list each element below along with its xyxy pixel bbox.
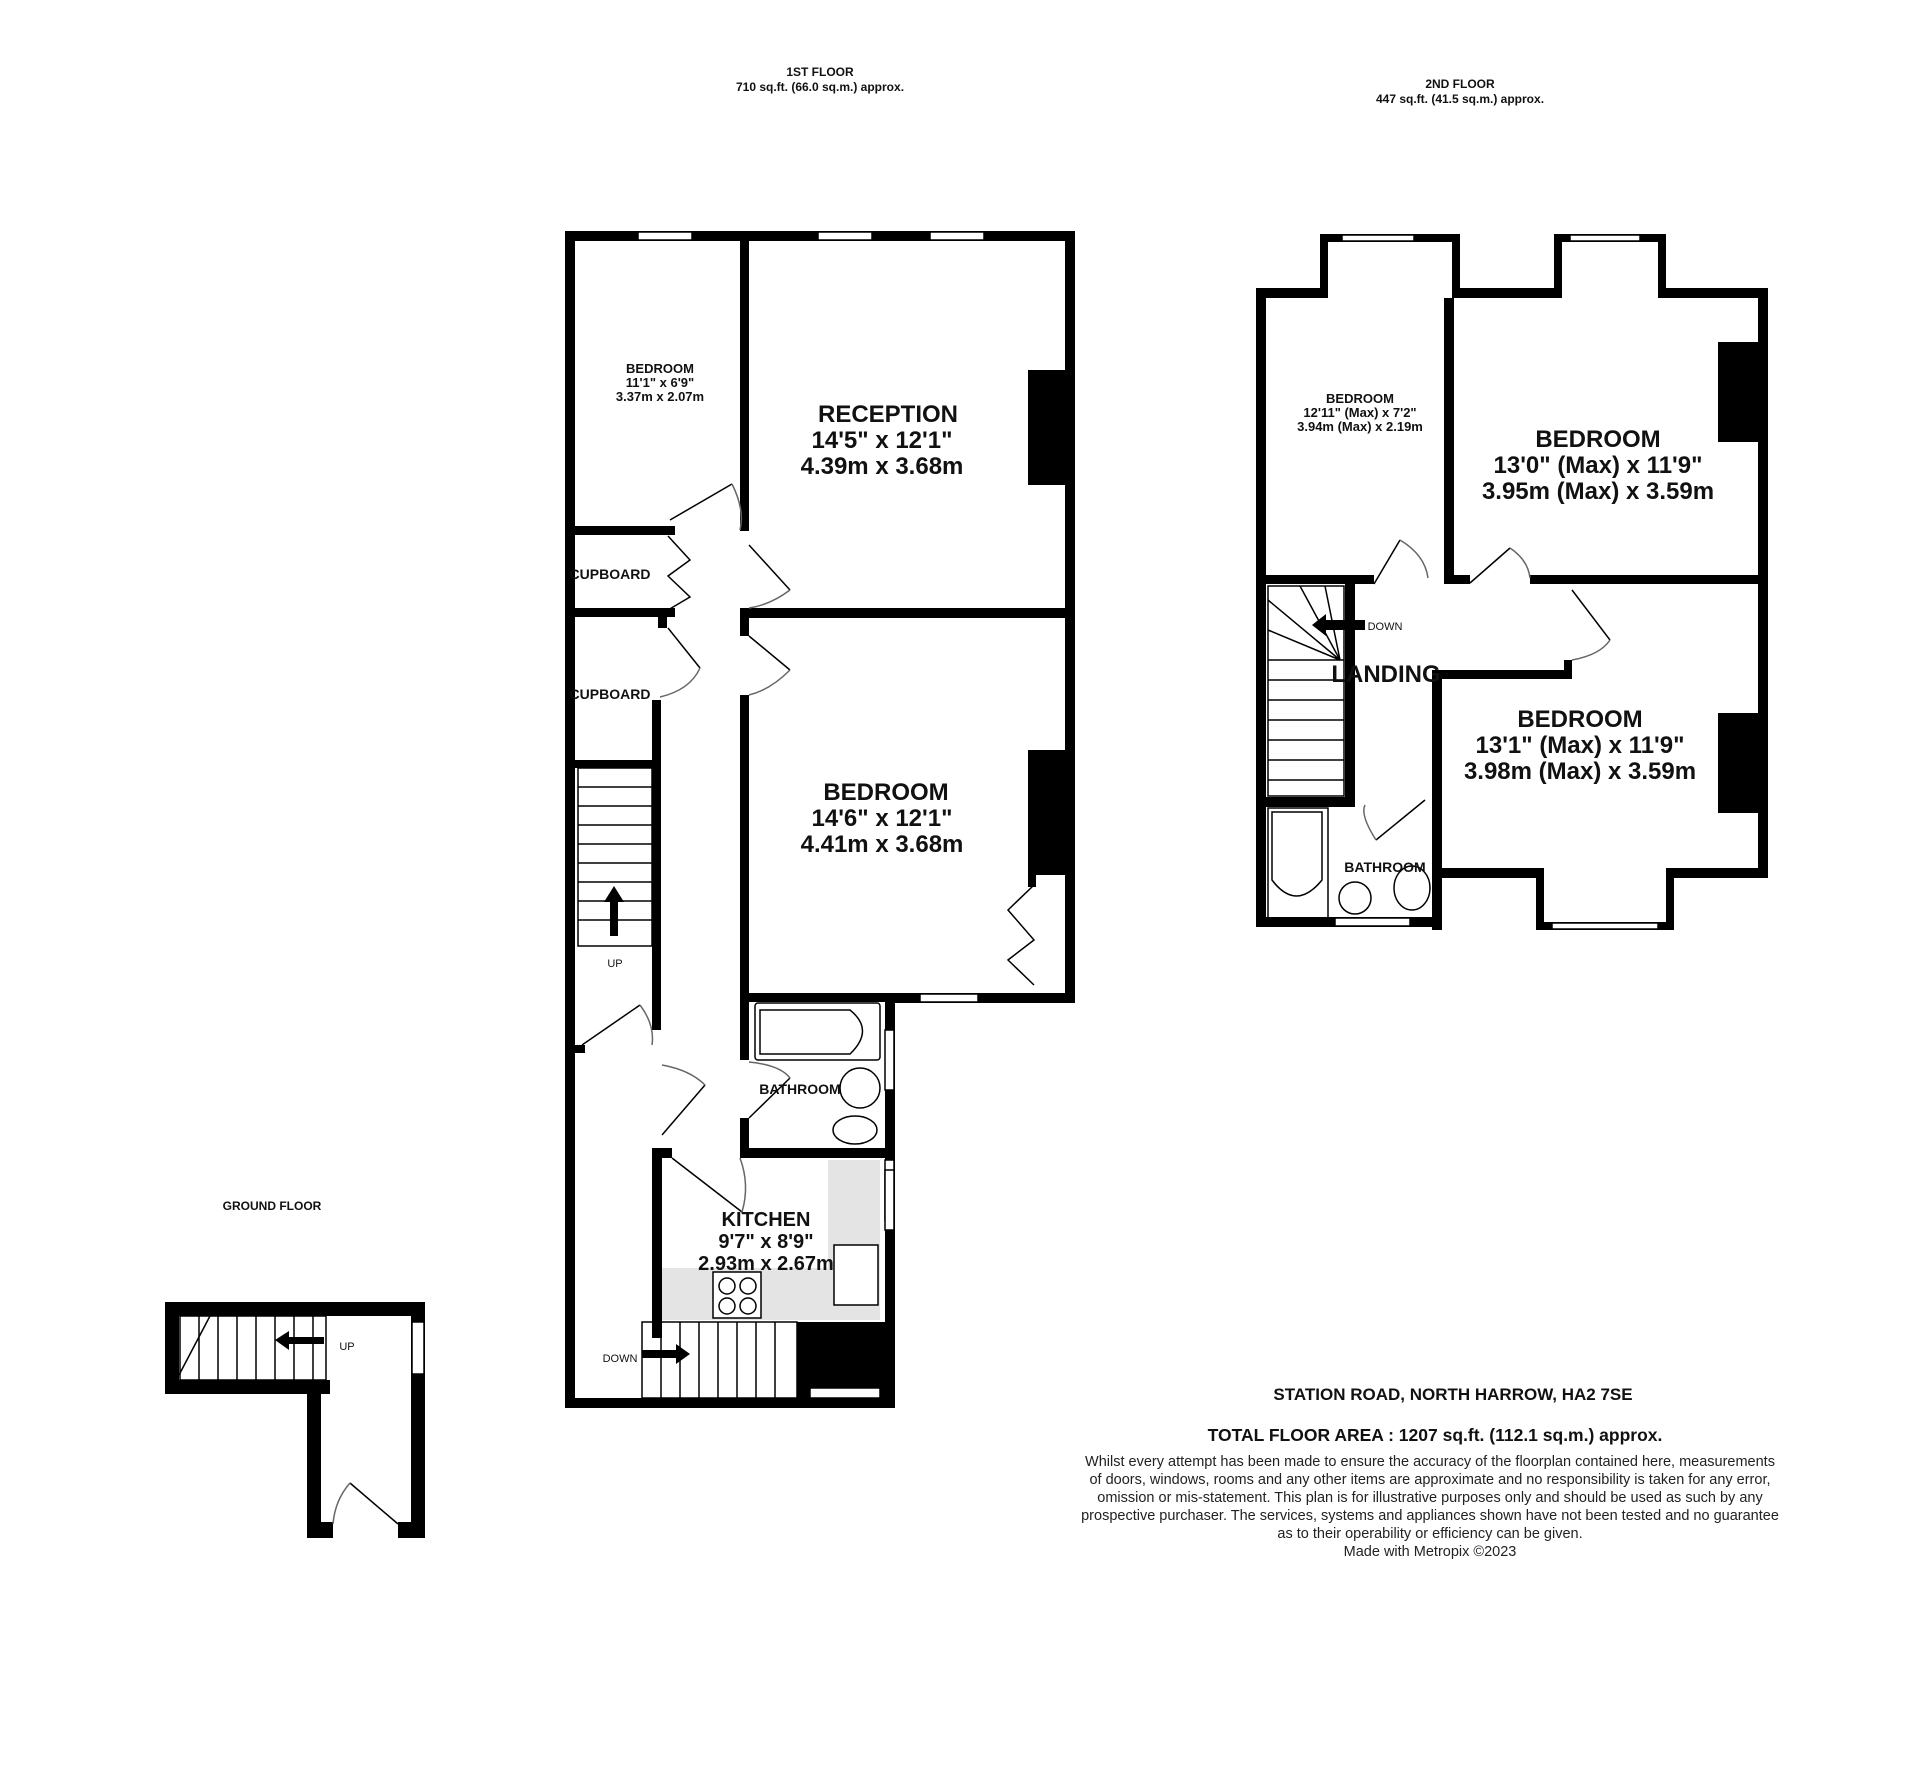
kitchen-label: KITCHEN [722,1209,811,1231]
bedroom-small-metric: 3.37m x 2.07m [616,389,704,404]
first-floor-area: 710 sq.ft. (66.0 sq.m.) approx. [736,80,904,94]
kitchen-door-icon [671,1157,743,1213]
second-bathroom-fixtures [1267,807,1431,919]
kitchen-metric: 2.93m x 2.67m [698,1253,834,1275]
arrow-left-icon [275,1331,324,1350]
window [1341,234,1415,242]
door-icon [1373,539,1401,585]
stairs-down-label: DOWN [603,1353,638,1365]
credit: Made with Metropix ©2023 [1343,1544,1517,1560]
ground-floor-plan: UP [165,1302,425,1538]
disclaimer-line: as to their operability or efficiency ca… [1277,1526,1583,1542]
second-floor-area: 447 sq.ft. (41.5 sq.m.) approx. [1376,92,1544,106]
door-icon [581,1004,641,1046]
bathroom-door-icon [748,1077,791,1119]
reception-imperial: 14'5" x 12'1" [812,427,953,454]
second-floor-title: 2ND FLOOR [1425,77,1495,91]
staircase-up [577,767,653,947]
stairs-down-label-2: DOWN [1368,621,1403,633]
window [884,1169,895,1231]
sink-icon [839,1067,881,1109]
toilet-icon [832,1115,878,1145]
sink-icon [1338,881,1372,915]
arrow-left-icon [1312,614,1365,636]
cupboard-door-icon [666,535,692,611]
cupboard-door-icon [667,627,701,669]
bedroom-small-label: BEDROOM [626,361,694,376]
first-bathroom-label: BATHROOM [759,1081,840,1097]
chimney-breast [1718,342,1758,442]
property-address: STATION ROAD, NORTH HARROW, HA2 7SE [1273,1385,1632,1404]
arrow-up-icon [604,886,624,936]
window [411,1321,425,1375]
bedroom-2-front-label: BEDROOM [1535,426,1660,453]
window [1551,922,1659,930]
staircase-down [641,1321,798,1399]
wall [565,1398,895,1408]
door-icon [748,635,791,671]
bedroom-2-front-imperial: 13'0" (Max) x 11'9" [1494,452,1703,479]
front-door-icon [349,1482,399,1525]
wall [565,231,575,1408]
bathtub-icon [759,1009,864,1055]
landing-label: LANDING [1331,661,1440,688]
bedroom-2-small-metric: 3.94m (Max) x 2.19m [1297,419,1423,434]
reception-label: RECEPTION [818,401,958,428]
total-floor-area: TOTAL FLOOR AREA : 1207 sq.ft. (112.1 sq… [1208,1425,1663,1445]
bedroom-2-rear-label: BEDROOM [1517,706,1642,733]
door-icon [1375,799,1426,841]
door-icon [669,483,733,521]
window [809,1387,881,1399]
chimney-breast [1028,750,1068,875]
bedroom-large-metric: 4.41m x 3.68m [801,831,964,858]
stairs-up-label: UP [607,958,622,970]
door-icon [661,1084,706,1136]
cupboard-2-label: CUPBOARD [570,686,651,702]
bedroom-2-small-label: BEDROOM [1326,391,1394,406]
bedroom-2-rear-imperial: 13'1" (Max) x 11'9" [1476,732,1685,759]
window [929,231,985,241]
window [1569,234,1641,242]
second-bathroom-label: BATHROOM [1344,859,1425,875]
cupboard-1-label: CUPBOARD [570,566,651,582]
window [1334,917,1411,927]
reception-metric: 4.39m x 3.68m [801,453,964,480]
kitchen-imperial: 9'7" x 8'9" [718,1231,813,1253]
disclaimer-line: Whilst every attempt has been made to en… [1085,1454,1775,1470]
ground-floor-title: GROUND FLOOR [223,1199,322,1213]
arrow-right-icon [642,1344,690,1364]
disclaimer-line: of doors, windows, rooms and any other i… [1089,1472,1771,1488]
second-floor-plan: DOWN BATHROOM BEDROOM 12'11" (Max) x 7'2… [1256,234,1768,930]
first-floor-title: 1ST FLOOR [786,65,854,79]
staircase-up [178,1315,327,1381]
staircase-down [1267,585,1365,797]
toilet-icon [1393,865,1431,911]
disclaimer-line: omission or mis-statement. This plan is … [1097,1490,1763,1506]
bedroom-small-imperial: 11'1" x 6'9" [626,375,694,390]
chimney-breast [1028,370,1068,485]
window [817,231,873,241]
bedroom-2-rear-metric: 3.98m (Max) x 3.59m [1464,758,1696,785]
bathtub-icon [1271,811,1323,897]
disclaimer-line: prospective purchaser. The services, sys… [1081,1508,1779,1524]
wardrobe-door-icon [1006,884,1036,986]
chimney-breast [1718,713,1758,813]
first-floor-plan: UP BATHROOM [565,231,1075,1408]
kitchen-sink-icon [833,1244,879,1306]
bedroom-large-imperial: 14'6" x 12'1" [812,805,953,832]
door-icon [1469,547,1511,584]
ground-stairs-up-label: UP [339,1341,354,1353]
door-icon [1571,589,1611,641]
disclaimer: Whilst every attempt has been made to en… [1040,1453,1820,1561]
window [637,231,693,241]
door-icon [748,544,791,591]
bedroom-large-label: BEDROOM [823,779,948,806]
window [919,993,979,1003]
wall [895,993,1075,1003]
bedroom-2-small-imperial: 12'11" (Max) x 7'2" [1303,405,1416,420]
bedroom-2-front-metric: 3.95m (Max) x 3.59m [1482,478,1714,505]
